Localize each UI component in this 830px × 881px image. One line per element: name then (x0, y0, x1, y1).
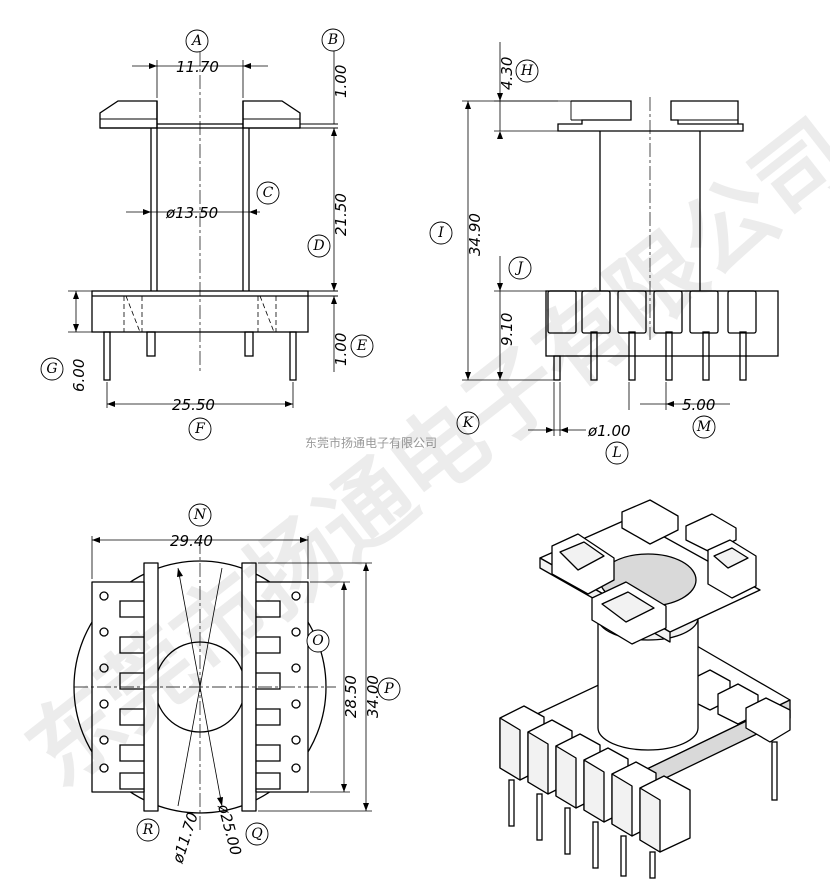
dim-value-b: 1.00 (332, 65, 350, 98)
svg-text:L: L (611, 445, 621, 461)
label-e: E (350, 334, 374, 358)
left-comb-slots (99, 591, 144, 790)
label-n: N (188, 503, 212, 527)
svg-text:Q: Q (251, 826, 263, 842)
isometric-view (499, 499, 791, 879)
label-q: Q (245, 822, 269, 846)
label-r: R (136, 818, 160, 842)
dim-value-r: ø11.70 (168, 810, 202, 866)
side-pins (553, 331, 747, 381)
label-i: I (429, 221, 453, 245)
side-view: 4.30 H 34.90 I 9.10 J K (429, 42, 779, 465)
svg-text:I: I (437, 225, 444, 241)
svg-text:C: C (263, 185, 274, 201)
watermark-small-text: 东莞市扬通电子有限公司 (305, 435, 437, 450)
dim-value-g: 6.00 (70, 359, 88, 392)
dim-value-l: ø1.00 (587, 422, 631, 440)
dim-value-d: 21.50 (332, 193, 350, 236)
dim-value-j: 9.10 (498, 313, 516, 346)
svg-text:P: P (383, 681, 394, 697)
svg-text:N: N (193, 507, 207, 523)
iso-pins (508, 741, 778, 879)
dim-value-h: 4.30 (498, 57, 516, 90)
svg-text:D: D (312, 238, 324, 254)
dim-value-e: 1.00 (332, 333, 350, 366)
label-k: K (456, 411, 480, 435)
dim-value-f: 25.50 (172, 396, 215, 414)
label-b: B (321, 28, 345, 52)
label-h: H (515, 59, 539, 83)
dim-value-q: ø25.00 (214, 801, 245, 857)
svg-text:F: F (194, 421, 206, 437)
svg-text:J: J (514, 260, 524, 276)
dim-value-p: 34.00 (364, 675, 382, 718)
label-m: M (692, 415, 716, 439)
iso-back-teeth (689, 669, 791, 743)
dim-value-i: 34.90 (466, 213, 484, 256)
svg-text:O: O (312, 633, 324, 649)
dim-value-o: 28.50 (342, 675, 360, 718)
label-f: F (188, 417, 212, 441)
label-o: O (306, 629, 330, 653)
svg-text:H: H (520, 63, 534, 79)
label-a: A (185, 29, 209, 53)
label-p: P (377, 677, 401, 701)
side-teeth (547, 290, 757, 334)
dim-value-m: 5.00 (682, 396, 715, 414)
dim-value-c: ø13.50 (165, 204, 218, 222)
svg-text:M: M (696, 419, 712, 435)
dim-value-n: 29.40 (170, 532, 213, 550)
label-j: J (508, 256, 532, 280)
svg-text:K: K (462, 415, 475, 431)
svg-text:A: A (190, 33, 202, 49)
right-comb-slots (256, 591, 301, 790)
svg-text:B: B (327, 32, 338, 48)
label-c: C (256, 181, 280, 205)
svg-text:G: G (46, 361, 57, 377)
label-d: D (307, 234, 331, 258)
svg-text:R: R (142, 822, 154, 838)
dim-value-a: 11.70 (176, 58, 219, 76)
label-g: G (40, 357, 64, 381)
label-l: L (605, 441, 629, 465)
svg-text:E: E (356, 338, 367, 354)
iso-front-teeth (499, 705, 691, 853)
front-view: 11.70 A 1.00 B ø13.50 C 21.50 D 1 (40, 28, 374, 441)
